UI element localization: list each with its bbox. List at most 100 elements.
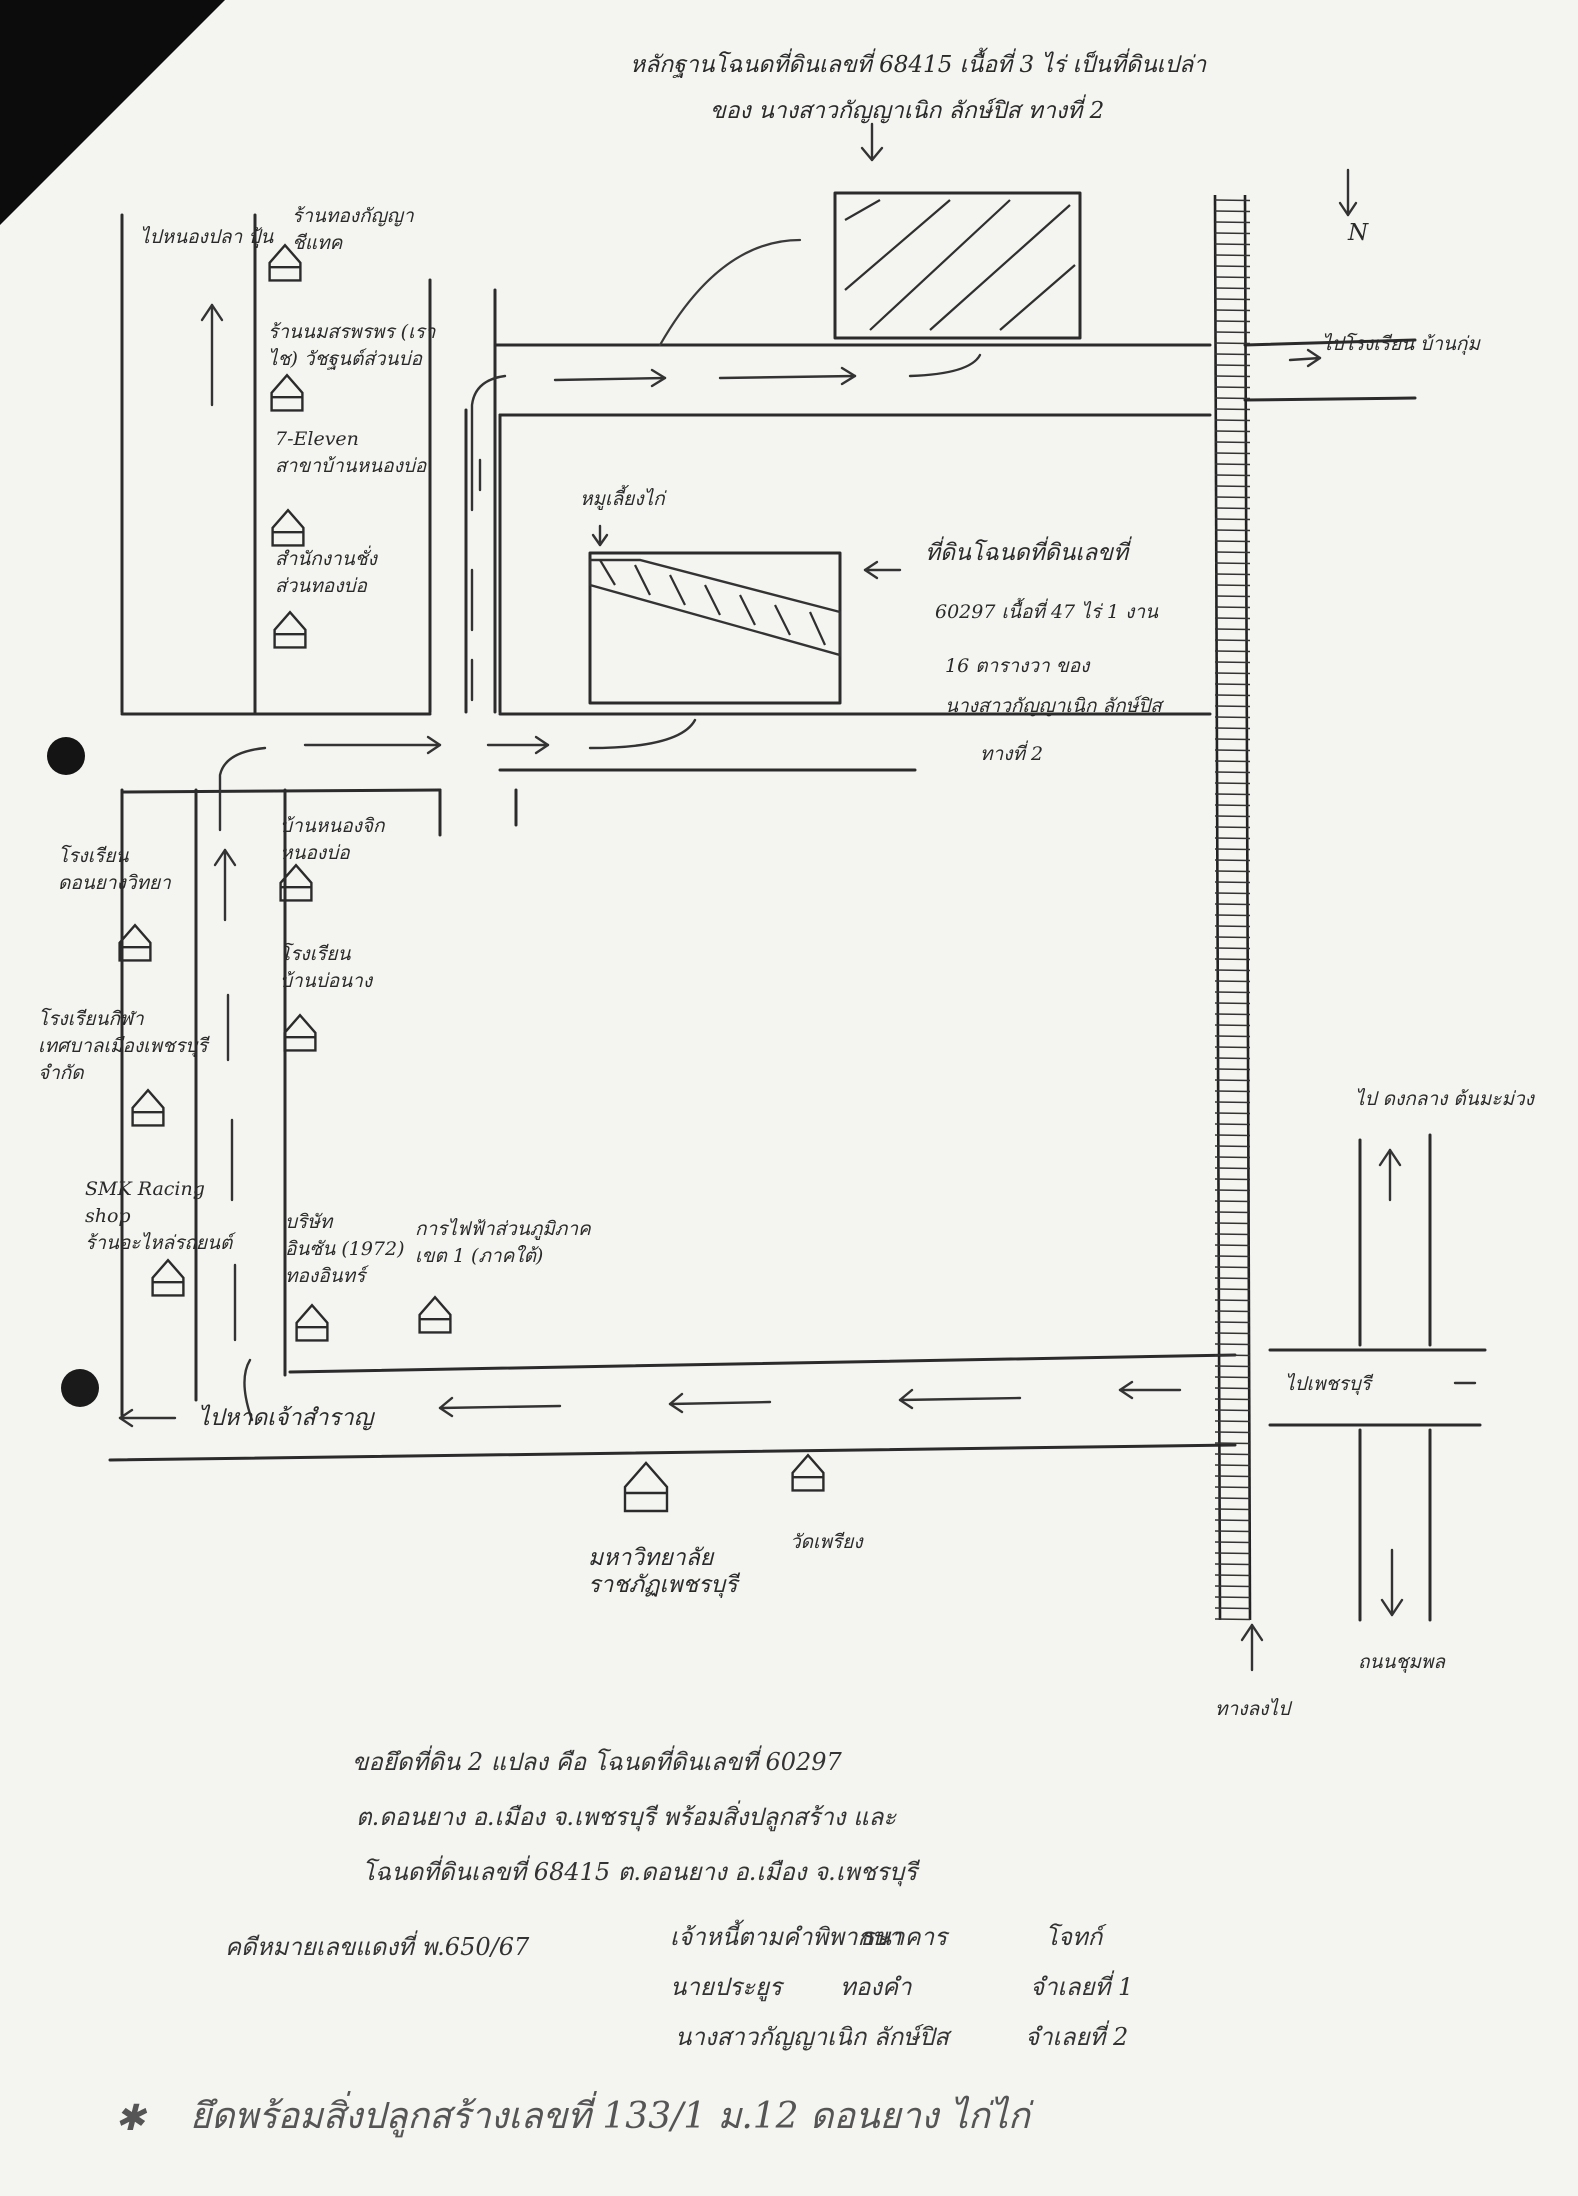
railway-tie: [1214, 287, 1251, 290]
railway-tie: [1214, 782, 1251, 785]
railway-tie: [1214, 1277, 1251, 1280]
landmark-label-university: ราชภัฏเพชรบุรี: [588, 1572, 740, 1598]
railway-tie: [1214, 1013, 1251, 1016]
railway-tie: [1214, 573, 1251, 576]
railway-tie: [1214, 243, 1251, 246]
railway-tie: [1214, 1024, 1251, 1027]
railway-tie: [1214, 430, 1251, 433]
landmark-label-shop-2: ไช) วัชฐนต์ส่วนบ่อ: [268, 347, 424, 370]
railway-tie: [1214, 914, 1251, 917]
railway-tie: [1214, 1079, 1251, 1082]
landmark-label-shop-1: ชีแทค: [292, 232, 344, 254]
railway-tie: [1214, 397, 1251, 400]
house-icon: [295, 1303, 329, 1342]
railway-tie: [1214, 1453, 1251, 1456]
railway-tie: [1214, 1156, 1251, 1159]
railway-tie: [1214, 1486, 1251, 1489]
railway-tie: [1214, 1607, 1251, 1610]
plot-60297-label-line4: นางสาวกัญญาเนิก ลักษ์ปิส: [945, 695, 1165, 717]
railway-rail: [1243, 194, 1252, 1621]
railway-tie: [1214, 496, 1251, 499]
railway-tie: [1214, 529, 1251, 532]
railway-tie: [1214, 232, 1251, 235]
railway-tie: [1214, 749, 1251, 752]
railway-tie: [1214, 309, 1251, 312]
house-icon: [418, 1295, 452, 1334]
railway-tie: [1214, 694, 1251, 697]
railway-tie: [1214, 793, 1251, 796]
railway-tie: [1214, 386, 1251, 389]
railway-tie: [1214, 1046, 1251, 1049]
landmark-label-school-3: โรงเรียนกีฬา: [38, 1007, 145, 1030]
landmark-label-school-1: ดอนยางวิทยา: [58, 872, 172, 894]
railway-tie: [1214, 760, 1251, 763]
direction-mid-right: ไป ดงกลาง ต้นมะม่วง: [1355, 1087, 1536, 1110]
railway-tie: [1214, 1332, 1251, 1335]
railway-tie: [1214, 221, 1251, 224]
landmark-label-shop-4: ส่วนทองบ่อ: [275, 575, 369, 597]
railway-tie: [1214, 1167, 1251, 1170]
railway-tie: [1214, 892, 1251, 895]
railway-rail: [1213, 194, 1222, 1621]
railway-tie: [1214, 408, 1251, 411]
house-icon: [623, 1461, 669, 1513]
railway-tie: [1214, 1145, 1251, 1148]
railway-tie: [1214, 540, 1251, 543]
landmark-label-school-3: เทศบาลเมืองเพชรบุรี: [38, 1035, 211, 1057]
road-edge: [1243, 396, 1417, 402]
railway-tie: [1214, 859, 1251, 862]
railway-tie: [1214, 1530, 1251, 1533]
railway-tie: [1214, 837, 1251, 840]
description-line1: ขอยึดที่ดิน 2 แปลง คือ โฉนดที่ดินเลขที่ …: [352, 1745, 843, 1776]
railway-tie: [1214, 1618, 1251, 1621]
direction-bottom-mid: ทางลงไป: [1215, 1697, 1293, 1720]
landmark-label-smk: SMK Racing: [85, 1178, 205, 1200]
railway-tie: [1214, 1420, 1251, 1423]
railway-tie: [1214, 727, 1251, 730]
direction-top-right: ไปโรงเรียน บ้านกุ่ม: [1322, 332, 1481, 355]
railway-tie: [1214, 1244, 1251, 1247]
railway-tie: [1214, 1200, 1251, 1203]
plot-60297-label-line3: 16 ตารางวา ของ: [945, 655, 1091, 677]
direction-bottom-left: ไปหาดเจ้าสำราญ: [198, 1404, 376, 1431]
railway-tie: [1214, 870, 1251, 873]
railway-tie: [1214, 265, 1251, 268]
road-edge: [288, 1353, 1237, 1374]
landmark-label-power: การไฟฟ้าส่วนภูมิภาค: [415, 1217, 592, 1240]
railway-tie: [1214, 1233, 1251, 1236]
house-icon: [271, 508, 305, 547]
railway-tie: [1214, 804, 1251, 807]
railway-tie: [1214, 1365, 1251, 1368]
landmark-label-school-2: โรงเรียน: [280, 942, 352, 965]
house-icon: [273, 610, 307, 649]
railway-tie: [1214, 1310, 1251, 1313]
railway-tie: [1214, 463, 1251, 466]
railway-tie: [1214, 1112, 1251, 1115]
house-icon: [283, 1013, 317, 1052]
road-edge: [1243, 338, 1417, 347]
railway-tie: [1214, 254, 1251, 257]
railway-tie: [1214, 771, 1251, 774]
railway-tie: [1214, 826, 1251, 829]
chicken-house: [588, 558, 842, 657]
seizure-footer: ยึดพร้อมสิ่งปลูกสร้างเลขที่ 133/1 ม.12 ด…: [190, 2090, 1035, 2138]
railway-tie: [1214, 507, 1251, 510]
railway-tie: [1214, 672, 1251, 675]
landmark-label-shop-2: ร้านนมสรพรพร (เรา: [268, 321, 437, 343]
railway-tie: [1214, 595, 1251, 598]
railway-tie: [1214, 551, 1251, 554]
railway-tie: [1214, 1563, 1251, 1566]
landmark-label-shop-1: ร้านทองกัญญา: [292, 205, 415, 227]
railway-tie: [1214, 1431, 1251, 1434]
railway-tie: [1214, 331, 1251, 334]
landmark-markers: [118, 243, 825, 1513]
chicken-house-label: หมูเลี้ยงไก่: [580, 484, 668, 510]
railway-tie: [1214, 1596, 1251, 1599]
chicken-house-hatching: [599, 559, 827, 646]
landmark-label-smk: shop: [85, 1205, 131, 1227]
landmark-label-company: ทองอินทร์: [285, 1265, 369, 1287]
railway-tie: [1214, 364, 1251, 367]
railway-tie: [1214, 1475, 1251, 1478]
railway-tie: [1214, 903, 1251, 906]
